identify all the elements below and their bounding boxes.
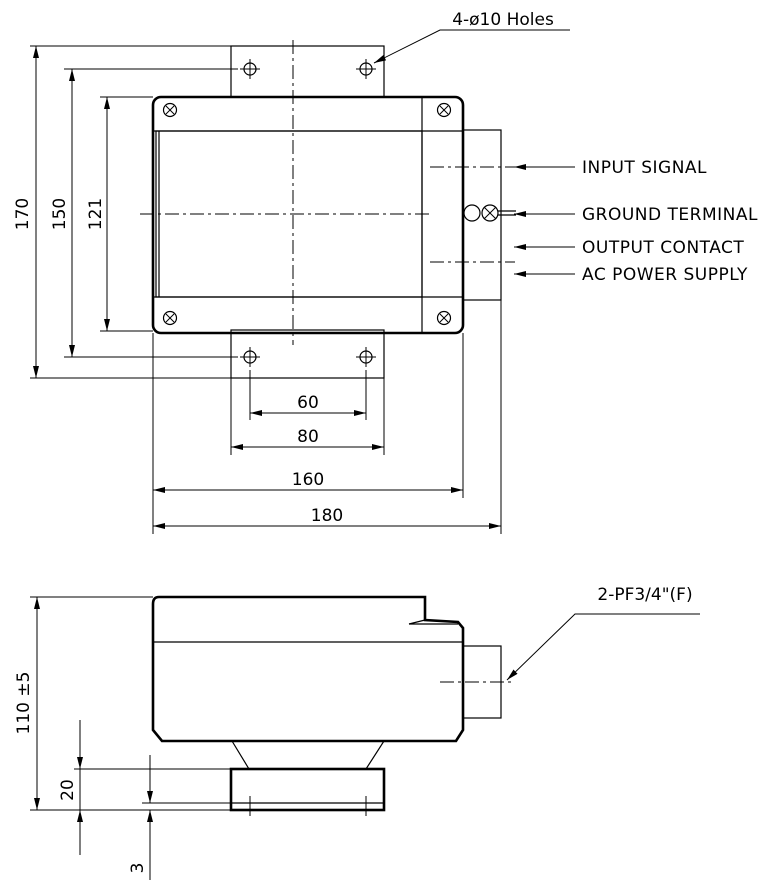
dim-60: 60 — [297, 393, 319, 413]
dim-170: 170 — [13, 198, 33, 230]
mounting-hole-icon — [356, 59, 376, 79]
dim-80: 80 — [297, 427, 319, 447]
screw-icon — [162, 102, 178, 118]
top-view: 4-ø10 Holes INPUT SIGNAL GROUND TERMINAL… — [13, 10, 758, 534]
dim-20: 20 — [58, 779, 78, 801]
side-neck — [231, 740, 385, 770]
connection-label: GROUND TERMINAL — [582, 205, 758, 225]
connection-callouts: INPUT SIGNAL GROUND TERMINAL OUTPUT CONT… — [514, 158, 758, 285]
dim-121: 121 — [86, 198, 106, 230]
ground-terminal-icon — [463, 204, 516, 222]
connection-label: INPUT SIGNAL — [582, 158, 707, 178]
bottom-bracket — [230, 329, 385, 379]
mounting-hole-icon — [240, 59, 260, 79]
conduit-label: 2-PF3/4"(F) — [597, 585, 692, 605]
dim-3: 3 — [128, 863, 148, 874]
screw-icon — [162, 310, 178, 326]
vertical-dimensions: 170 150 121 — [13, 45, 238, 379]
mounting-hole-icon — [240, 347, 260, 367]
holes-label: 4-ø10 Holes — [452, 10, 554, 30]
screw-icon — [436, 310, 452, 326]
horizontal-dimensions: 60 80 160 180 — [152, 300, 502, 534]
side-base — [229, 767, 386, 812]
side-view: 2-PF3/4"(F) 110 ±5 20 3 — [14, 585, 700, 880]
side-housing — [151, 595, 465, 743]
mounting-hole-icon — [356, 347, 376, 367]
dim-160: 160 — [292, 470, 324, 490]
dim-110: 110 ±5 — [14, 672, 34, 735]
connection-label: AC POWER SUPPLY — [582, 265, 748, 285]
connection-label: OUTPUT CONTACT — [582, 238, 744, 258]
dim-150: 150 — [50, 198, 70, 230]
screw-icon — [436, 102, 452, 118]
dim-180: 180 — [311, 506, 343, 526]
